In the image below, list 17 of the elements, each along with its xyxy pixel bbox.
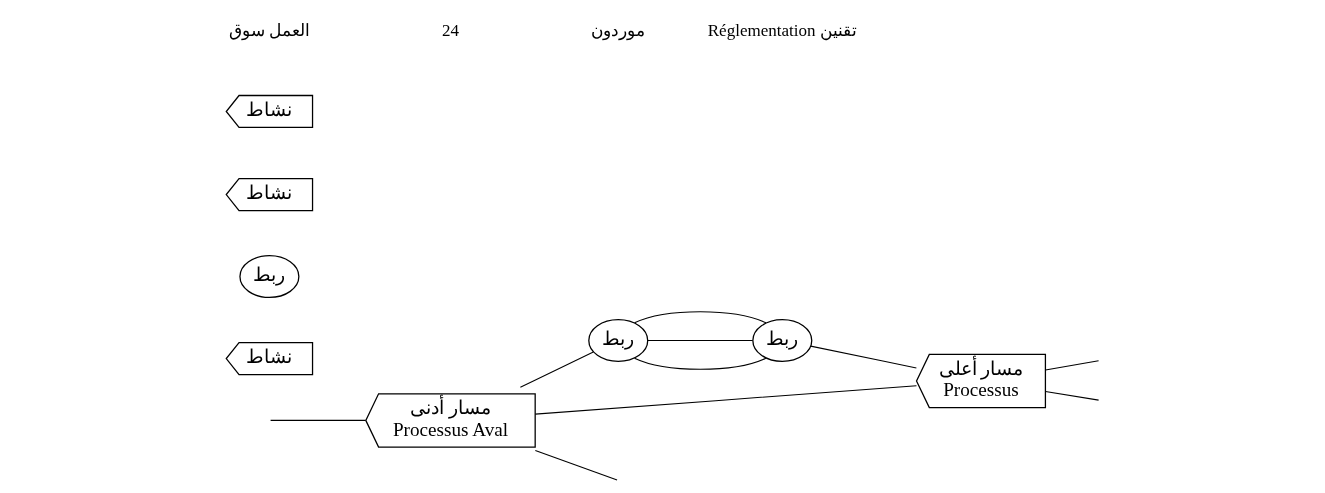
connector [633, 357, 766, 370]
node-ellipse: ربط [238, 255, 299, 299]
label: العمل سوق [228, 20, 310, 40]
connector [534, 385, 917, 415]
connector [1044, 360, 1099, 371]
connector [633, 311, 766, 324]
label: Réglementation تقنين [707, 20, 857, 40]
label: موردون [590, 20, 645, 40]
node-ellipse: ربط [587, 319, 648, 362]
connector [809, 345, 917, 369]
connector [269, 419, 366, 421]
connector [646, 339, 753, 342]
connector [1044, 390, 1099, 401]
connector [519, 351, 594, 388]
connector [534, 450, 618, 481]
label: 24 [441, 20, 459, 40]
node-ellipse: ربط [751, 319, 812, 362]
